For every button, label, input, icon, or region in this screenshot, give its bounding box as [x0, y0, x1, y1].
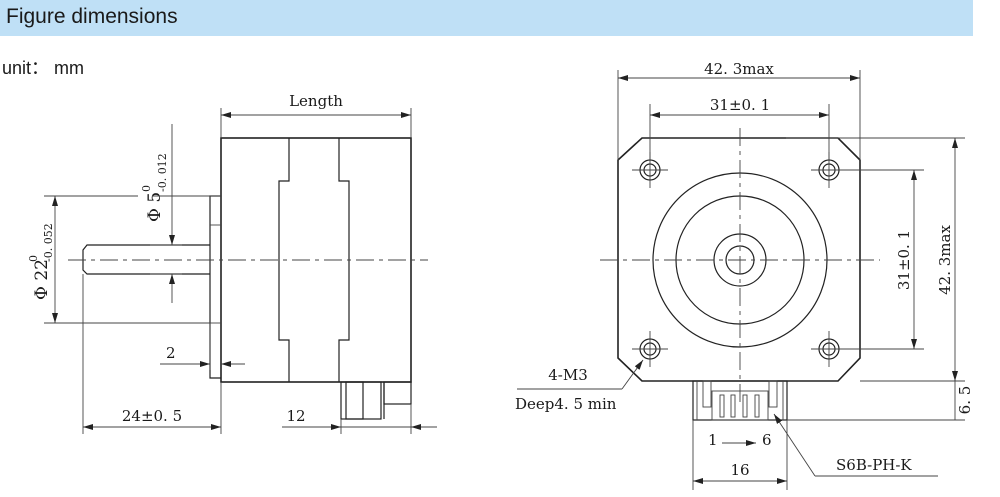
flange-thickness-label: 2	[166, 344, 176, 362]
svg-text:Φ 22: Φ 22	[32, 259, 52, 300]
connector-width-label: 16	[730, 461, 749, 479]
mounting-hole-bl	[632, 331, 668, 367]
svg-text:-0. 052: -0. 052	[42, 223, 55, 262]
svg-text:-0. 012: -0. 012	[156, 153, 169, 192]
stator-left-profile	[278, 138, 290, 382]
hole-spacing-h-label: 31±0. 1	[710, 96, 770, 114]
mounting-hole-spec-label: 4-M3	[548, 366, 588, 384]
svg-text:0: 0	[140, 185, 153, 192]
shaft-outline	[82, 244, 210, 275]
front-view: 42. 3max 31±0. 1 31±0. 1 42. 3max	[515, 60, 974, 490]
svg-text:Φ 5: Φ 5	[145, 192, 165, 222]
length-label: Length	[289, 92, 343, 110]
boss-diameter-label: Φ 22 0 -0. 052	[27, 223, 55, 300]
unit-label: unit： mm	[2, 58, 85, 78]
connector-height-label: 6. 5	[956, 386, 974, 415]
front-body-outline	[617, 137, 861, 382]
mounting-hole-depth-label: Deep4. 5 min	[515, 395, 617, 413]
connector-part-label: S6B-PH-K	[836, 456, 912, 474]
overall-width-label: 42. 3max	[704, 60, 774, 78]
pin-start-label: 1	[708, 431, 718, 449]
shaft-diameter-label: Φ 5 0 -0. 012	[140, 153, 169, 222]
side-view: Length Φ 5 0 -0. 012 Φ 22 0 -0. 052 2 24…	[27, 92, 437, 434]
overall-height-label: 42. 3max	[936, 225, 954, 295]
stator-right-profile	[338, 138, 350, 382]
connector-offset-label: 12	[286, 407, 305, 425]
section-title: Figure dimensions	[6, 5, 178, 28]
svg-text:0: 0	[27, 255, 40, 262]
hole-spacing-v-label: 31±0. 1	[895, 230, 913, 290]
section-header: Figure dimensions	[0, 0, 973, 36]
boss-outline	[209, 195, 221, 379]
pin-end-label: 6	[762, 431, 772, 449]
shaft-length-label: 24±0. 5	[122, 407, 182, 425]
